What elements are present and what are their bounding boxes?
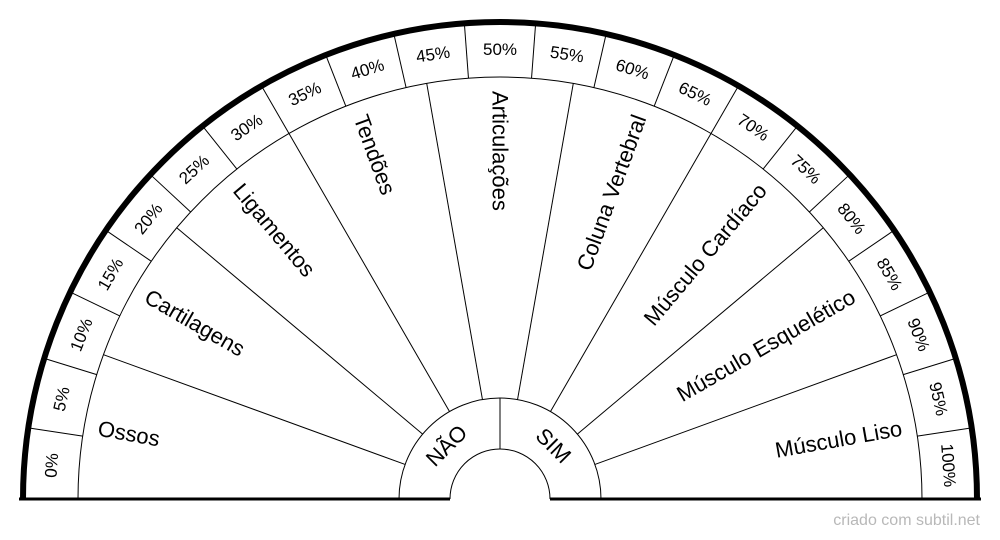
percent-divider [105, 229, 152, 262]
percent-label: 85% [873, 255, 906, 294]
percent-divider [149, 174, 191, 213]
percent-divider [261, 85, 290, 134]
sector-divider [550, 133, 712, 412]
percent-divider [44, 357, 97, 376]
percent-label: 20% [131, 200, 167, 238]
percent-label: 5% [50, 385, 74, 413]
percent-label: 80% [833, 200, 869, 238]
percent-label: 40% [348, 55, 386, 83]
inner-arc [449, 448, 551, 500]
sector-label: Cartilagens [140, 284, 249, 361]
percent-divider [762, 125, 798, 170]
percent-label: 30% [227, 110, 266, 145]
sector-label: Tendões [349, 111, 401, 198]
sector-divider [176, 227, 423, 435]
chart-lines [19, 19, 981, 501]
percent-label: 90% [903, 315, 933, 354]
percent-divider [653, 54, 675, 107]
percent-label: 75% [787, 151, 825, 188]
credit-text: criado com subtil.net [833, 512, 980, 529]
percent-divider [917, 427, 972, 437]
percent-label: 0% [41, 452, 62, 478]
percent-divider [463, 23, 469, 79]
hub-label-yes: SIM [531, 423, 576, 468]
percent-label: 100% [937, 443, 959, 488]
sector-divider [594, 354, 897, 465]
percent-divider [70, 291, 121, 317]
percent-label: 55% [549, 43, 585, 67]
percent-divider [879, 291, 930, 317]
percent-divider [325, 54, 347, 107]
percent-label: 25% [175, 151, 213, 188]
percent-divider [903, 357, 956, 376]
sector-label: Músculo Esquelético [672, 284, 859, 407]
percent-divider [393, 33, 407, 88]
percent-divider [593, 33, 607, 88]
sector-divider [288, 133, 450, 412]
sector-label: Músculo Cardíaco [639, 178, 772, 330]
percent-divider [710, 85, 739, 134]
percent-divider [809, 174, 851, 213]
sector-divider [426, 83, 483, 400]
percent-label: 60% [613, 55, 651, 83]
percent-divider [202, 125, 238, 170]
percent-label: 35% [286, 78, 325, 110]
sector-divider [103, 354, 406, 465]
percent-label: 15% [94, 255, 127, 294]
sector-label: Articulações [488, 91, 513, 211]
sector-label: Músculo Liso [773, 416, 904, 463]
sector-label: Coluna Vertebral [572, 111, 652, 274]
sector-divider [577, 227, 824, 435]
percent-label: 10% [67, 315, 97, 354]
sector-label: Ligamentos [228, 178, 320, 281]
percent-label: 50% [483, 40, 517, 59]
percent-divider [28, 427, 83, 437]
ring-arc [77, 76, 923, 500]
percent-label: 45% [415, 43, 451, 67]
sector-label: Ossos [96, 416, 162, 451]
percent-label: 70% [734, 110, 773, 145]
percent-divider [531, 23, 537, 79]
outer-arc [20, 19, 980, 500]
sector-divider [517, 83, 574, 400]
percent-divider [848, 229, 895, 262]
percent-label: 65% [676, 78, 715, 110]
percent-label: 95% [925, 380, 951, 417]
